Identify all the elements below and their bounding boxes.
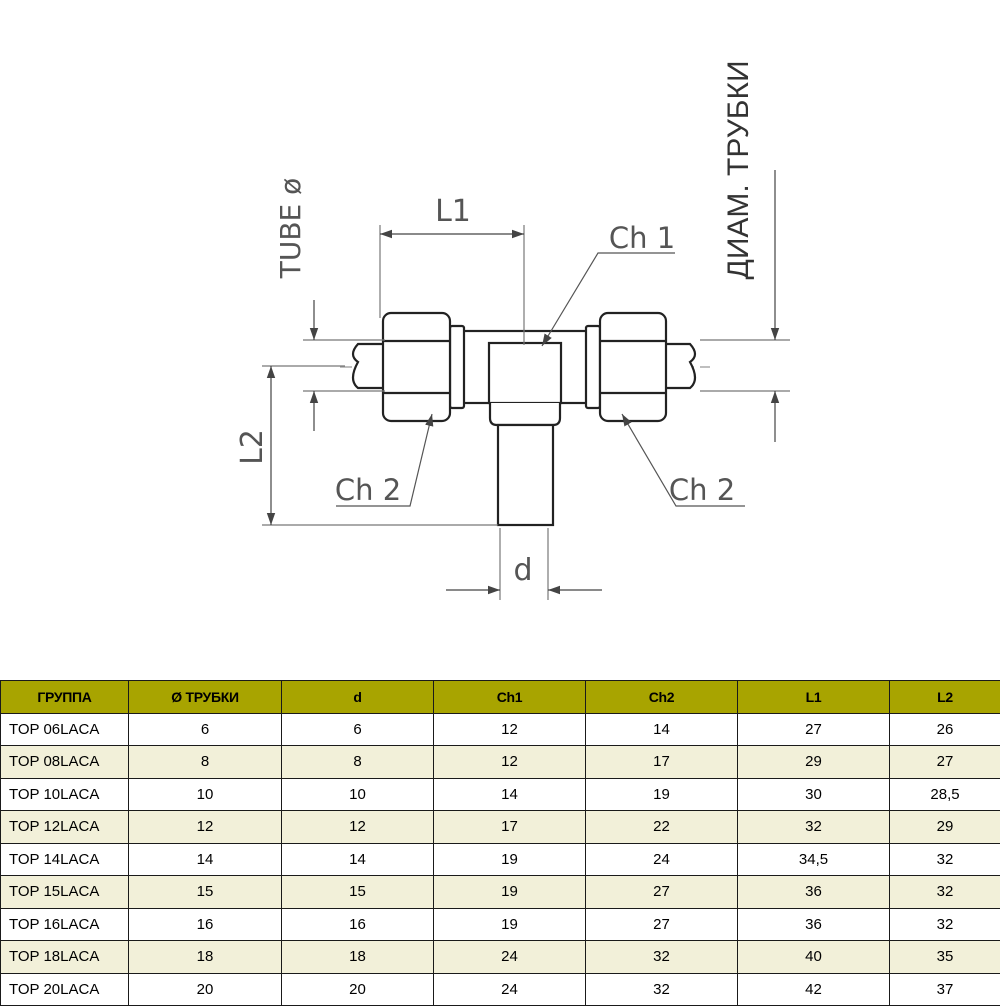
cell-ch2: 22: [586, 811, 738, 844]
cell-l1: 42: [738, 973, 890, 1006]
cell-l2: 32: [890, 843, 1000, 876]
cell-tube-diameter: 16: [129, 908, 282, 941]
cell-tube-diameter: 12: [129, 811, 282, 844]
cell-l1: 29: [738, 746, 890, 779]
cell-ch1: 24: [434, 973, 586, 1006]
header-tube-diameter: Ø ТРУБКИ: [129, 681, 282, 714]
cell-d: 16: [282, 908, 434, 941]
cell-l1: 40: [738, 941, 890, 974]
cell-d: 8: [282, 746, 434, 779]
cell-ch2: 27: [586, 876, 738, 909]
diam-label: ДИАМ. ТРУБКИ: [722, 60, 755, 279]
cell-ch2: 27: [586, 908, 738, 941]
cell-ch2: 32: [586, 973, 738, 1006]
dimensions-table: ГРУППА Ø ТРУБКИ d Ch1 Ch2 L1 L2 TOP 06LA…: [0, 680, 1000, 1006]
cell-group: TOP 10LACA: [1, 778, 129, 811]
right-tube-end: [665, 344, 695, 388]
cell-l2: 27: [890, 746, 1000, 779]
cell-l1: 36: [738, 908, 890, 941]
header-ch2: Ch2: [586, 681, 738, 714]
cell-ch1: 19: [434, 876, 586, 909]
cell-l2: 28,5: [890, 778, 1000, 811]
cell-l1: 30: [738, 778, 890, 811]
cell-group: TOP 20LACA: [1, 973, 129, 1006]
cell-group: TOP 08LACA: [1, 746, 129, 779]
cell-l2: 37: [890, 973, 1000, 1006]
cell-l1: 36: [738, 876, 890, 909]
cell-d: 14: [282, 843, 434, 876]
cell-ch2: 14: [586, 713, 738, 746]
header-l2: L2: [890, 681, 1000, 714]
left-nut: [383, 313, 450, 421]
cell-ch2: 24: [586, 843, 738, 876]
technical-drawing: L1 Ch 1 Ch 2 Ch 2 d L2 TUBE ø ДИАМ. ТРУБ…: [0, 0, 1000, 680]
cell-ch1: 12: [434, 713, 586, 746]
cell-l1: 34,5: [738, 843, 890, 876]
cell-group: TOP 16LACA: [1, 908, 129, 941]
cell-d: 10: [282, 778, 434, 811]
cell-l2: 32: [890, 876, 1000, 909]
left-tube-end: [353, 344, 383, 388]
cell-tube-diameter: 14: [129, 843, 282, 876]
cell-l1: 32: [738, 811, 890, 844]
l1-label: L1: [435, 194, 471, 229]
header-group: ГРУППА: [1, 681, 129, 714]
header-ch1: Ch1: [434, 681, 586, 714]
cell-d: 6: [282, 713, 434, 746]
cell-tube-diameter: 18: [129, 941, 282, 974]
cell-group: TOP 15LACA: [1, 876, 129, 909]
cell-group: TOP 14LACA: [1, 843, 129, 876]
cell-l1: 27: [738, 713, 890, 746]
cell-ch1: 17: [434, 811, 586, 844]
center-hex: [489, 343, 561, 403]
cell-d: 12: [282, 811, 434, 844]
cell-ch1: 14: [434, 778, 586, 811]
cell-ch2: 19: [586, 778, 738, 811]
cell-tube-diameter: 15: [129, 876, 282, 909]
right-nut: [600, 313, 666, 421]
d-label: d: [513, 553, 532, 588]
cell-tube-diameter: 6: [129, 713, 282, 746]
cell-tube-diameter: 20: [129, 973, 282, 1006]
cell-tube-diameter: 10: [129, 778, 282, 811]
cell-d: 18: [282, 941, 434, 974]
right-collar: [586, 326, 600, 408]
cell-ch1: 12: [434, 746, 586, 779]
cell-l2: 32: [890, 908, 1000, 941]
table-header-row: ГРУППА Ø ТРУБКИ d Ch1 Ch2 L1 L2: [1, 681, 1000, 714]
cell-group: TOP 18LACA: [1, 941, 129, 974]
tube-diameter-label: TUBE ø: [274, 178, 307, 280]
cell-d: 15: [282, 876, 434, 909]
cell-l2: 26: [890, 713, 1000, 746]
cell-ch2: 17: [586, 746, 738, 779]
stem: [498, 425, 553, 525]
cell-ch1: 19: [434, 908, 586, 941]
stem-shoulder: [490, 403, 560, 425]
cell-ch1: 24: [434, 941, 586, 974]
cell-l2: 35: [890, 941, 1000, 974]
cell-group: TOP 06LACA: [1, 713, 129, 746]
cell-ch2: 32: [586, 941, 738, 974]
cell-l2: 29: [890, 811, 1000, 844]
ch1-label: Ch 1: [609, 221, 675, 255]
cell-ch1: 19: [434, 843, 586, 876]
ch2-left-label: Ch 2: [335, 473, 401, 507]
left-collar: [450, 326, 464, 408]
cell-group: TOP 12LACA: [1, 811, 129, 844]
header-l1: L1: [738, 681, 890, 714]
ch2-right-label: Ch 2: [669, 473, 735, 507]
cell-d: 20: [282, 973, 434, 1006]
l2-label: L2: [235, 429, 270, 465]
cell-tube-diameter: 8: [129, 746, 282, 779]
header-d: d: [282, 681, 434, 714]
